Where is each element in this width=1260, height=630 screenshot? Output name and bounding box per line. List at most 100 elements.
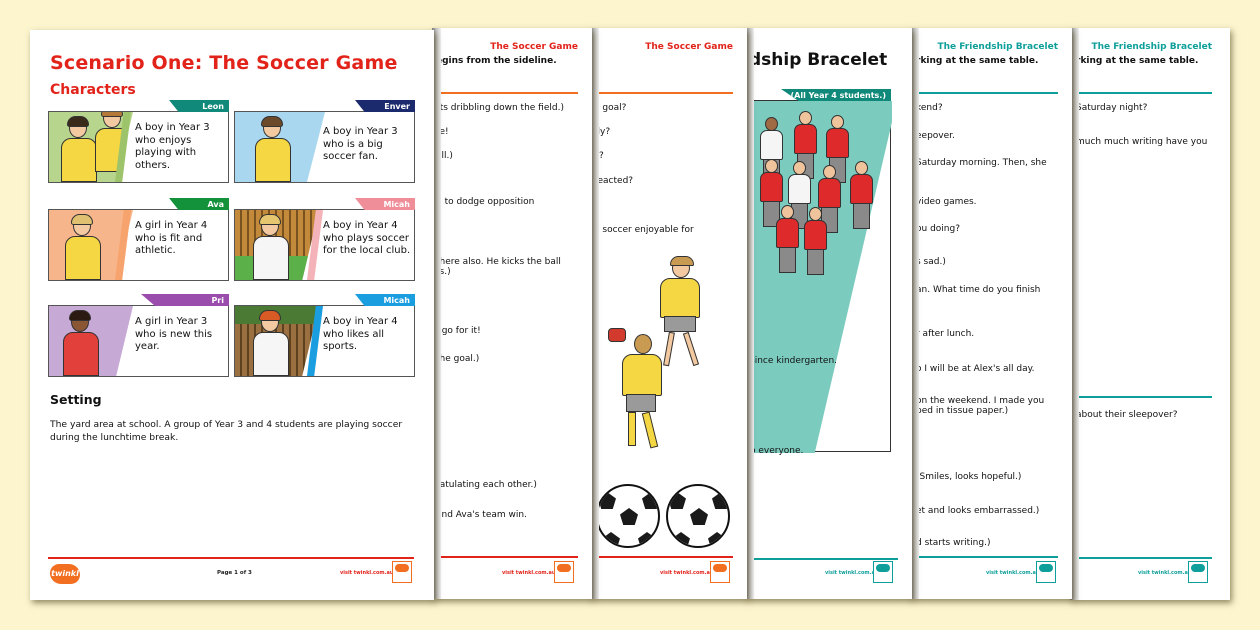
soccer-player-illustration: [608, 328, 678, 458]
footer-rule: [1070, 557, 1212, 559]
character-illustration: [235, 112, 325, 182]
script-line: an. What time do you finish: [916, 285, 1041, 295]
script-line: g to dodge opposition: [436, 197, 535, 207]
footer-rule: [910, 556, 1058, 558]
script-line: o I will be at Alex's all day.: [916, 364, 1035, 374]
script-line: and Ava's team win.: [436, 510, 527, 520]
character-description: A boy in Year 4 who likes all sports.: [323, 316, 398, 352]
page-header: The Soccer Game: [490, 42, 578, 52]
header-rule: [1070, 92, 1212, 94]
badge-icon: [873, 561, 893, 583]
page-header: The Friendship Bracelet: [937, 42, 1058, 52]
script-line: rking at the same table.: [916, 56, 1039, 66]
script-line: eepover.: [916, 131, 955, 141]
script-line: ou doing?: [916, 224, 960, 234]
visit-link[interactable]: visit twinkl.com.au: [502, 570, 556, 576]
question-line: tly?: [594, 127, 611, 137]
character-card-micah-1: Micah A boy in Year 4 who plays soccer f…: [234, 198, 415, 281]
visit-link[interactable]: visit twinkl.com.au: [660, 570, 714, 576]
page-number: Page 1 of 3: [217, 570, 252, 576]
script-line: ped in tissue paper.): [916, 406, 1009, 416]
visit-link[interactable]: visit twinkl.com.au: [986, 570, 1040, 576]
badge-icon: [392, 561, 412, 583]
character-description: A girl in Year 4 who is fit and athletic…: [135, 220, 208, 256]
footer-rule: [432, 556, 578, 558]
character-card-leon: Leon A boy in Year 3 who enjoys playing …: [48, 100, 229, 183]
twinkl-logo: twinkl: [50, 564, 80, 584]
script-line: et and looks embarrassed.): [916, 506, 1040, 516]
script-line: ratulating each other.): [436, 480, 537, 490]
question-line: reacted?: [594, 176, 634, 186]
question-line: much much writing have you: [1076, 137, 1208, 147]
character-illustration: [235, 210, 319, 280]
setting-text: The yard area at school. A group of Year…: [50, 419, 403, 443]
section-rule: [1070, 396, 1212, 398]
badge-icon: [1188, 561, 1208, 583]
soccer-ball-icon: [666, 484, 730, 548]
soccer-player-illustration: [654, 256, 714, 378]
visit-link[interactable]: visit twinkl.com.au: [825, 570, 879, 576]
script-line: on the weekend. I made you: [916, 396, 1045, 406]
worksheet-page-2: The Soccer Game egins from the sideline.…: [432, 28, 592, 599]
footer-rule: [590, 556, 733, 558]
script-line: video games.: [916, 197, 977, 207]
character-name-tag: Pri: [141, 294, 229, 306]
character-description: A boy in Year 4 who plays soccer for the…: [323, 220, 411, 256]
character-name-tag: Micah: [355, 294, 415, 306]
question-line: e soccer enjoyable for: [594, 225, 694, 235]
character-name-tag: Ava: [169, 198, 229, 210]
question-line: about their sleepover?: [1076, 410, 1178, 420]
script-line: s sad.): [916, 257, 946, 267]
badge-icon: [554, 561, 574, 583]
character-name-tag: Micah: [355, 198, 415, 210]
script-line: , go for it!: [436, 326, 481, 336]
script-line: r after lunch.: [916, 329, 975, 339]
badge-icon: [1036, 561, 1056, 583]
script-line: all.): [436, 151, 453, 161]
class-photo-card: (All Year 4 students.) since kindergarte…: [750, 89, 892, 456]
character-card-pri: Pri A girl in Year 3 who is new this yea…: [48, 294, 229, 377]
character-name-tag: Leon: [169, 100, 229, 112]
character-card-micah-2: Micah A boy in Year 4 who likes all spor…: [234, 294, 415, 377]
page-title: Scenario One: The Soccer Game: [50, 52, 398, 74]
page-title: dship Bracelet: [749, 50, 888, 70]
script-line: (Smiles, looks hopeful.): [916, 472, 1022, 482]
script-line: the goal.): [436, 354, 480, 364]
character-card-ava: Ava A girl in Year 4 who is fit and athl…: [48, 198, 229, 281]
script-line: ts.): [436, 267, 451, 277]
worksheet-page-6: The Friendship Bracelet rking at the sam…: [1070, 28, 1230, 600]
page-header: The Friendship Bracelet: [1091, 42, 1212, 52]
script-line: rking at the same table.: [1076, 56, 1199, 66]
badge-icon: [710, 561, 730, 583]
script-line: kend?: [916, 103, 943, 113]
visit-link[interactable]: visit twinkl.com.au: [340, 570, 394, 576]
script-line: d starts writing.): [916, 538, 991, 548]
character-description: A boy in Year 3 who enjoys playing with …: [135, 122, 210, 171]
header-rule: [910, 92, 1058, 94]
question-line: a goal?: [594, 103, 627, 113]
character-description: A boy in Year 3 who is a big soccer fan.: [323, 126, 398, 162]
worksheet-page-4: dship Bracelet (All Year 4 students.) si…: [745, 28, 912, 599]
visit-link[interactable]: visit twinkl.com.au: [1138, 570, 1192, 576]
script-line: re!: [436, 127, 449, 137]
script-line: since kindergarten.: [750, 356, 838, 366]
soccer-ball-icon: [596, 484, 660, 548]
script-line: egins from the sideline.: [436, 56, 557, 66]
character-name-tag: Enver: [355, 100, 415, 112]
question-line: Saturday night?: [1076, 103, 1148, 113]
footer-rule: [48, 557, 414, 559]
worksheet-page-1: Scenario One: The Soccer Game Characters…: [30, 30, 434, 600]
character-illustration: [49, 112, 133, 182]
header-rule: [590, 92, 733, 94]
setting-heading: Setting: [50, 392, 102, 407]
script-line: Saturday morning. Then, she: [916, 158, 1047, 168]
characters-heading: Characters: [50, 82, 136, 98]
script-line: rts dribbling down the field.): [436, 103, 564, 113]
character-description: A girl in Year 3 who is new this year.: [135, 316, 213, 352]
question-line: ll?: [594, 151, 604, 161]
script-line: o everyone.: [750, 446, 804, 456]
photo-caption-tag: (All Year 4 students.): [781, 89, 891, 101]
worksheet-page-3: The Soccer Game a goal? tly? ll? reacted…: [590, 28, 747, 599]
character-illustration: [49, 306, 133, 376]
page-header: The Soccer Game: [645, 42, 733, 52]
